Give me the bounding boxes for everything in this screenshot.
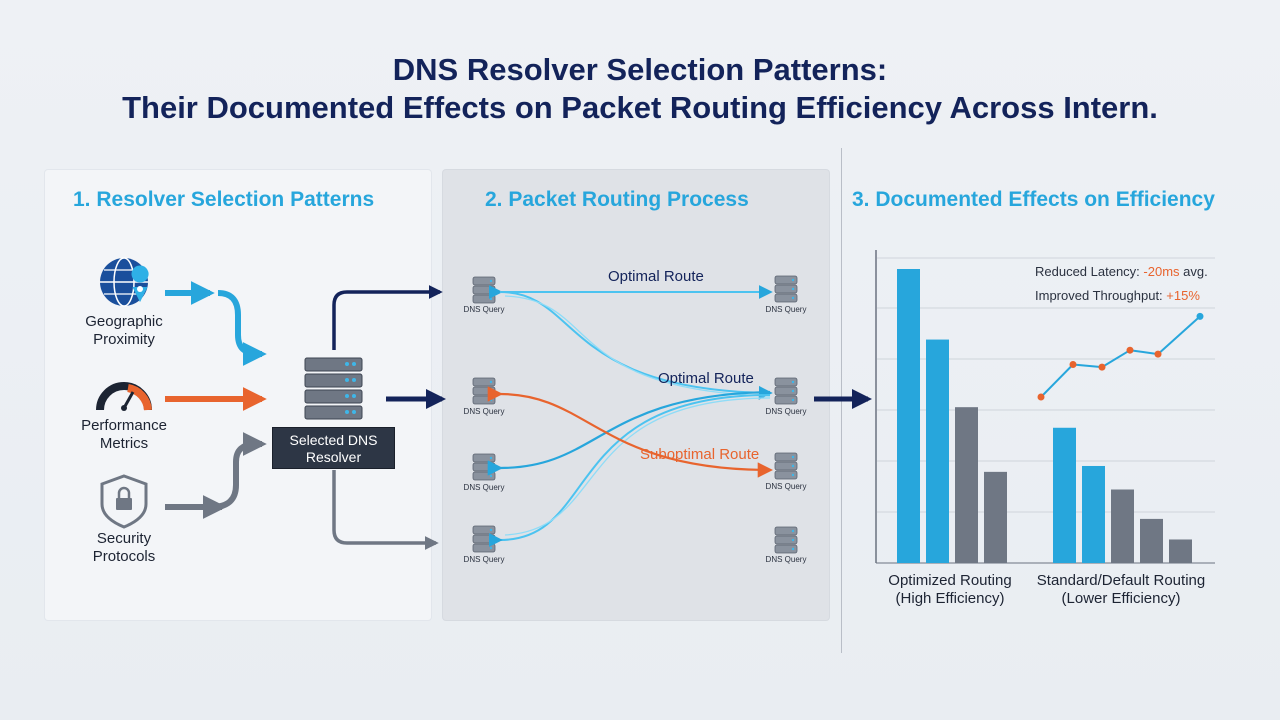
resolver-out-bottom-arrow [332,470,439,550]
chart-line-segment [1101,349,1131,368]
optimal-route-label-mid: Optimal Route [658,370,754,387]
dns-query-label: DNS Query [765,555,807,564]
performance-metrics-label: Performance Metrics [81,417,167,452]
gauge-icon [96,382,152,411]
geo-curve-arrow [217,290,267,366]
dns-query-node-left-3 [472,453,496,481]
panel2-heading: 2. Packet Routing Process [485,188,749,211]
chart-bar [1082,465,1105,563]
page-title-line1: DNS Resolver Selection Patterns: [392,52,888,87]
dns-query-node-right-1 [774,275,798,303]
optimized-routing-label-line2: (High Efficiency) [895,590,1005,607]
optimal-route-label-top: Optimal Route [608,268,704,285]
dns-query-label: DNS Query [765,482,807,491]
chart-point [1098,363,1106,371]
dns-resolver-server-icon [304,357,363,420]
throughput-legend: Improved Throughput: +15% [1035,288,1200,303]
chart-bar [1169,539,1192,563]
resolver-out-top-arrow [332,285,443,350]
optimized-routing-label-line1: Optimized Routing [888,572,1012,589]
dns-query-label: DNS Query [463,555,505,564]
selected-dns-resolver-label: Selected DNS Resolver [272,427,395,469]
standard-routing-label: Standard/Default Routing (Lower Efficien… [1030,572,1212,608]
latency-legend: Reduced Latency: -20ms avg. [1035,264,1208,279]
chart-bars [897,269,1192,563]
throughput-value: +15% [1166,288,1200,303]
latency-label: Reduced Latency: [1035,264,1140,279]
dns-query-node-right-2 [774,377,798,405]
dns-query-label: DNS Query [765,407,807,416]
shield-lock-icon [100,474,148,529]
chart-bar [1111,489,1134,563]
dns-query-label: DNS Query [463,407,505,416]
dns-query-label: DNS Query [765,305,807,314]
chart-line-segment [1157,315,1201,355]
globe-pin-icon [100,257,149,307]
dns-query-node-left-1 [472,276,496,304]
chart-point [1126,346,1134,354]
chart-line-segment [1129,349,1159,356]
security-to-resolver-arrow [165,432,267,510]
chart-point [1069,361,1077,368]
chart-point [1154,350,1162,358]
optimized-routing-label: Optimized Routing (High Efficiency) [880,572,1020,608]
chart-line [1037,312,1204,401]
route-lines [487,285,774,548]
latency-value: -20ms [1143,264,1180,279]
geographic-proximity-label: Geographic Proximity [85,313,163,348]
suboptimal-route-label: Suboptimal Route [640,446,760,463]
chart-bar [897,269,920,563]
dns-query-node-left-2 [472,377,496,405]
dns-query-node-right-4 [774,526,798,554]
chart-bar [926,339,949,563]
latency-suffix: avg. [1183,264,1208,279]
chart-bar [1053,427,1076,563]
standard-routing-label-line1: Standard/Default Routing [1036,572,1206,589]
security-protocols-label: Security Protocols [92,530,156,565]
chart-line-segment [1040,363,1074,398]
panel1-heading: 1. Resolver Selection Patterns [73,188,375,211]
page-title-line2: Their Documented Effects on Packet Routi… [122,90,1158,125]
chart-point [1196,312,1204,320]
dns-query-label: DNS Query [463,305,505,314]
dns-query-node-left-4 [472,525,496,553]
chart-point [1037,393,1045,401]
throughput-label: Improved Throughput: [1035,288,1163,303]
standard-routing-label-line2: (Lower Efficiency) [1061,590,1181,607]
dns-query-node-right-3 [774,452,798,480]
panel3-heading: 3. Documented Effects on Efficiency [852,188,1215,211]
chart-bar [955,407,978,563]
chart-bar [984,471,1007,563]
dns-query-label: DNS Query [463,483,505,492]
chart-line-segment [1072,363,1103,369]
chart-bar [1140,518,1163,563]
efficiency-chart [875,250,1215,564]
